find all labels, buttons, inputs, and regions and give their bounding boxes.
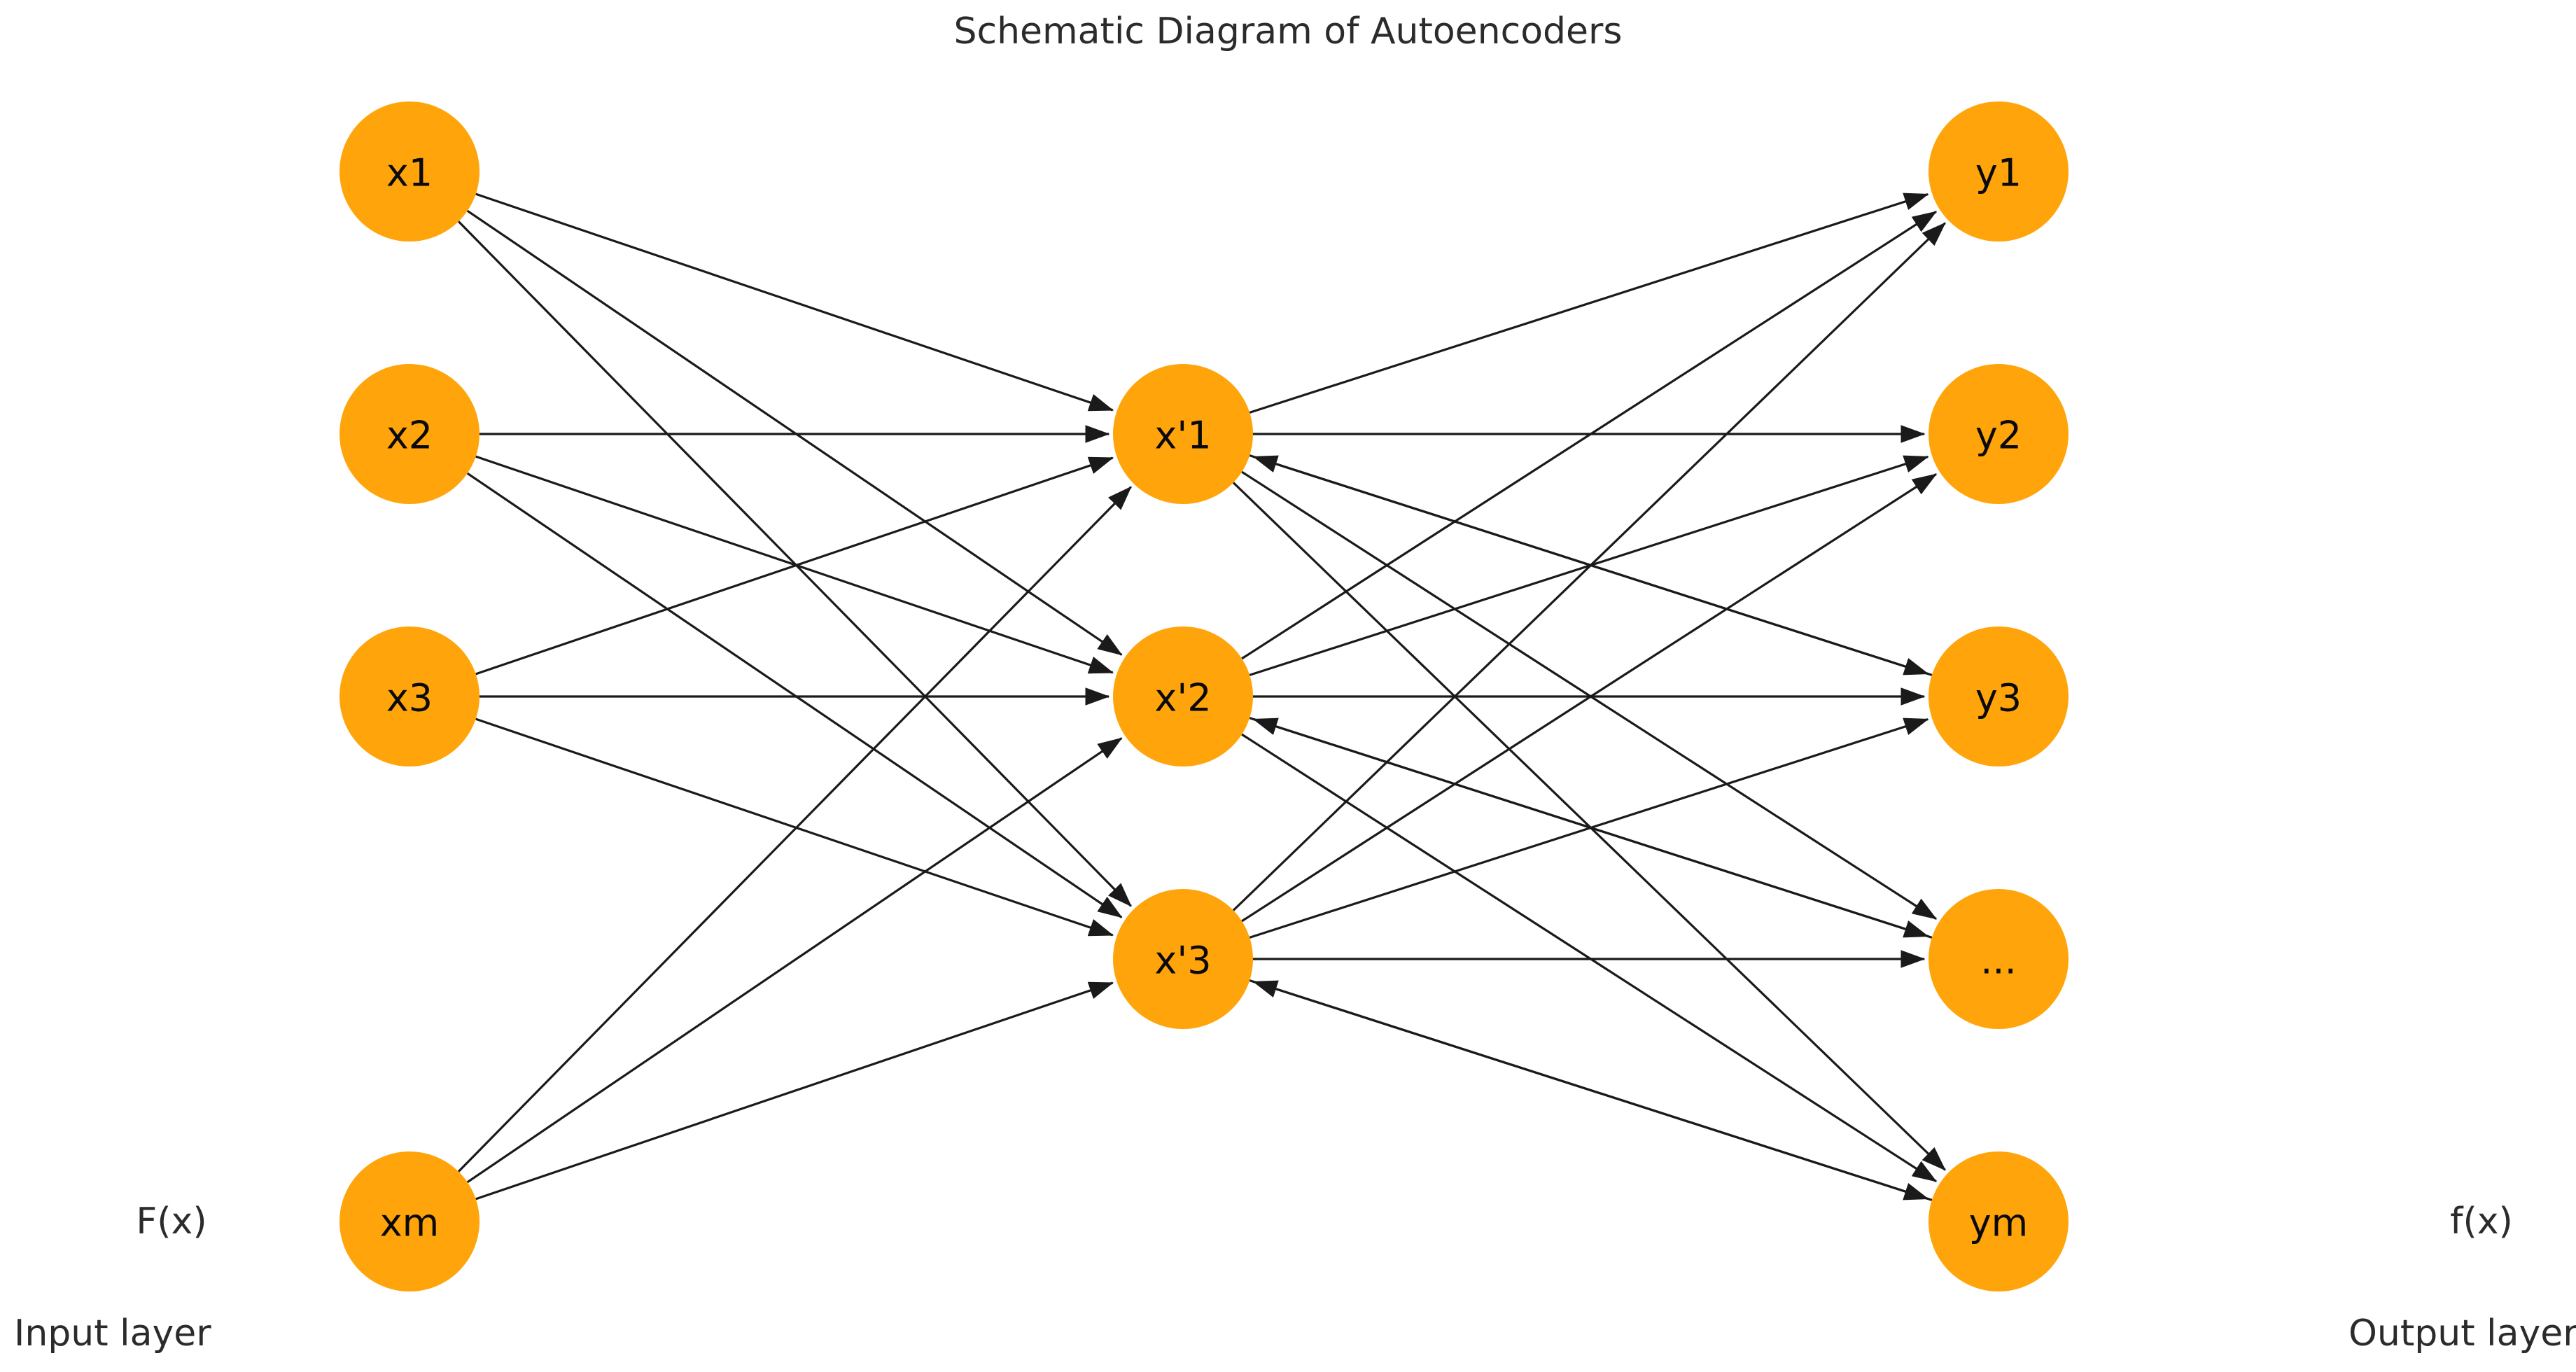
encoder-edge bbox=[475, 718, 1114, 937]
node-output-3[interactable]: ... bbox=[1928, 889, 2068, 1029]
node-circle[interactable] bbox=[1928, 1152, 2068, 1292]
node-label: x2 bbox=[386, 414, 433, 458]
node-label: x1 bbox=[386, 151, 433, 195]
decoder-edge bbox=[1249, 192, 1929, 414]
encoder-edge bbox=[466, 737, 1123, 1184]
encoder-edge bbox=[475, 192, 1114, 412]
decoder-edge bbox=[1232, 222, 1946, 911]
node-hidden-2[interactable]: x'3 bbox=[1113, 889, 1253, 1029]
feedback-edge bbox=[1252, 718, 1933, 939]
node-label: x3 bbox=[386, 676, 433, 720]
node-label: y1 bbox=[1975, 151, 2022, 195]
decoder-edge bbox=[1249, 718, 1929, 939]
node-circle[interactable] bbox=[1928, 364, 2068, 504]
input-function-label: F(x) bbox=[136, 1200, 206, 1242]
node-input-2[interactable]: x3 bbox=[340, 626, 479, 766]
node-circle[interactable] bbox=[340, 626, 479, 766]
node-circle[interactable] bbox=[340, 1152, 479, 1292]
encoder-edge bbox=[466, 209, 1123, 656]
node-label: x'2 bbox=[1154, 676, 1211, 720]
node-hidden-1[interactable]: x'2 bbox=[1113, 626, 1253, 766]
node-label: xm bbox=[380, 1201, 440, 1245]
node-label: y3 bbox=[1975, 676, 2022, 720]
node-output-2[interactable]: y3 bbox=[1928, 626, 2068, 766]
feedback-edge bbox=[1252, 980, 1933, 1201]
page-title: Schematic Diagram of Autoencoders bbox=[953, 10, 1622, 52]
decoder-edge bbox=[1241, 211, 1938, 660]
decoder-edge bbox=[1241, 473, 1938, 923]
encoder-edge bbox=[475, 456, 1114, 676]
encoder-edge bbox=[457, 486, 1132, 1172]
edges-group bbox=[457, 192, 1946, 1201]
nodes-group: x1 x2 x3 xm x'1 x'2 x'3 y1 y2 y3... ym bbox=[340, 102, 2068, 1292]
node-hidden-0[interactable]: x'1 bbox=[1113, 364, 1253, 504]
decoder-edge bbox=[1241, 733, 1938, 1182]
node-circle[interactable] bbox=[1928, 626, 2068, 766]
node-circle[interactable] bbox=[340, 102, 479, 241]
node-circle[interactable] bbox=[1113, 889, 1253, 1029]
node-output-4[interactable]: ym bbox=[1928, 1152, 2068, 1292]
node-label: y2 bbox=[1975, 414, 2022, 458]
node-input-3[interactable]: xm bbox=[340, 1152, 479, 1292]
node-output-1[interactable]: y2 bbox=[1928, 364, 2068, 504]
input-layer-caption: Input layer bbox=[14, 1312, 211, 1354]
node-circle[interactable] bbox=[1113, 626, 1253, 766]
node-circle[interactable] bbox=[1928, 102, 2068, 241]
node-input-0[interactable]: x1 bbox=[340, 102, 479, 241]
node-output-0[interactable]: y1 bbox=[1928, 102, 2068, 241]
encoder-edge bbox=[466, 472, 1123, 918]
node-label: x'1 bbox=[1154, 414, 1211, 458]
encoder-edge bbox=[475, 455, 1114, 674]
node-label: ... bbox=[1980, 939, 2017, 983]
node-circle[interactable] bbox=[340, 364, 479, 504]
node-input-1[interactable]: x2 bbox=[340, 364, 479, 504]
feedback-edge bbox=[1252, 455, 1933, 676]
encoder-edge bbox=[475, 981, 1114, 1200]
decoder-edge bbox=[1241, 470, 1938, 920]
output-function-label: f(x) bbox=[2450, 1200, 2513, 1242]
node-circle[interactable] bbox=[1113, 364, 1253, 504]
node-label: x'3 bbox=[1154, 939, 1211, 983]
output-layer-caption: Output layer bbox=[2348, 1312, 2576, 1354]
node-circle[interactable] bbox=[1928, 889, 2068, 1029]
node-label: ym bbox=[1969, 1201, 2029, 1245]
